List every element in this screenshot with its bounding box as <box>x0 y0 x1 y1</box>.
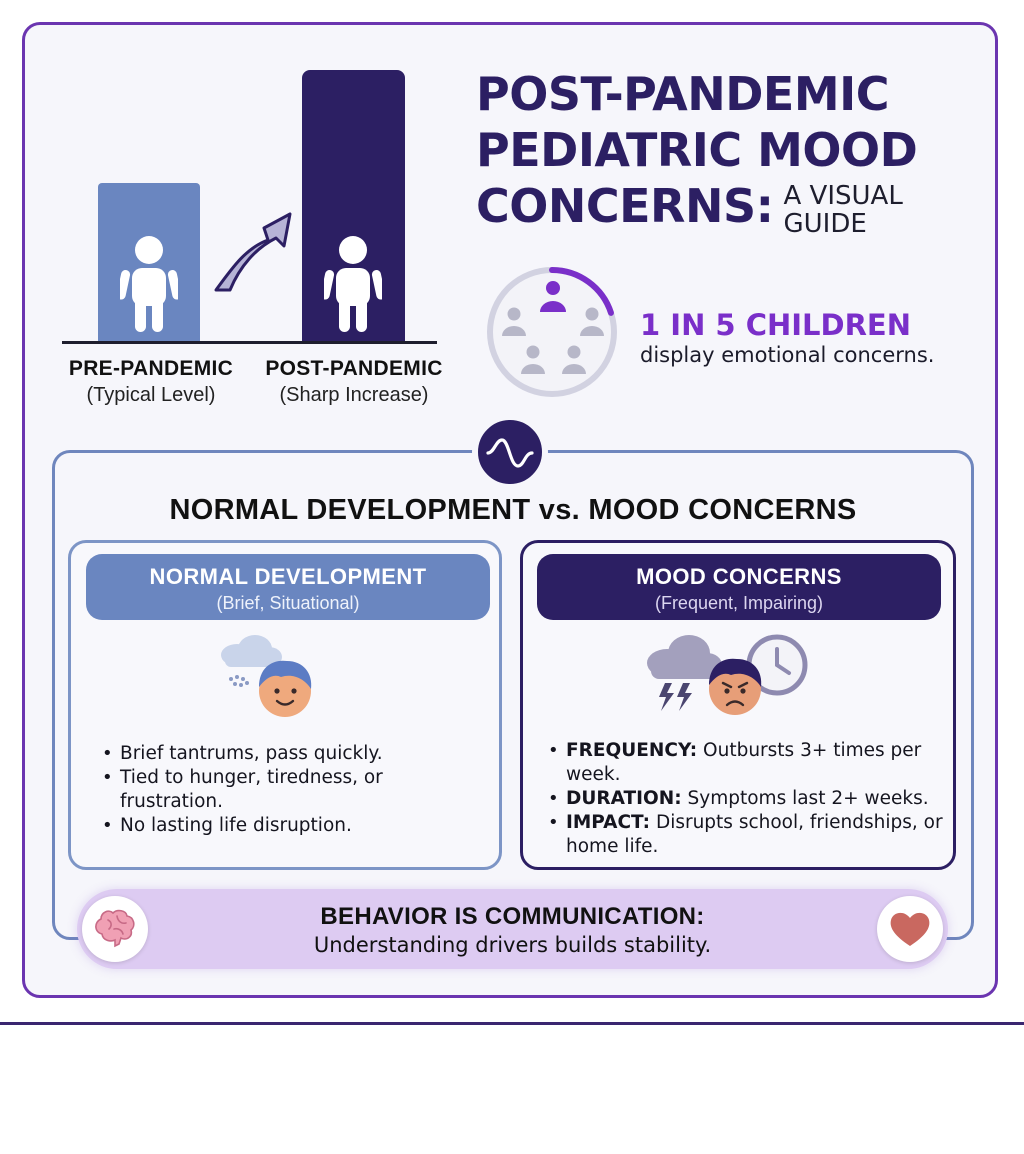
banner-headline: BEHAVIOR IS COMMUNICATION: <box>320 903 705 930</box>
bar-baseline <box>62 341 437 344</box>
pre-pandemic-label: PRE-PANDEMIC (Typical Level) <box>68 357 234 406</box>
page-title: POST-PANDEMIC PEDIATRIC MOOD CONCERNS:A … <box>476 67 918 239</box>
mood-concerns-panel: MOOD CONCERNS (Frequent, Impairing) FREQ… <box>520 540 956 870</box>
storm-cloud-icon <box>647 635 722 711</box>
child-figure-icon <box>120 236 178 332</box>
upset-child-face-icon <box>709 658 762 715</box>
list-item: No lasting life disruption. <box>100 814 490 838</box>
highlighted-child-icon <box>540 281 566 312</box>
list-item: DURATION: Symptoms last 2+ weeks. <box>546 787 946 811</box>
communication-banner: BEHAVIOR IS COMMUNICATION: Understanding… <box>77 889 948 969</box>
post-pandemic-label: POST-PANDEMIC (Sharp Increase) <box>265 357 443 406</box>
list-item: Brief tantrums, pass quickly. <box>100 742 490 766</box>
comparison-title: NORMAL DEVELOPMENT vs. MOOD CONCERNS <box>169 494 857 526</box>
list-item: Tied to hunger, tiredness, or frustratio… <box>100 766 490 814</box>
increase-arrow-icon <box>214 212 292 292</box>
stat-text: display emotional concerns. <box>640 343 935 367</box>
mood-concerns-list: FREQUENCY: Outbursts 3+ times per week. … <box>546 739 946 859</box>
calm-child-face-icon <box>259 660 312 717</box>
clock-icon <box>746 634 808 696</box>
other-children-icons <box>502 307 604 374</box>
bottom-divider <box>0 1022 1024 1025</box>
child-figure-icon <box>324 236 382 332</box>
waveform-icon <box>472 414 548 490</box>
normal-development-panel: NORMAL DEVELOPMENT (Brief, Situational) … <box>68 540 502 870</box>
normal-development-list: Brief tantrums, pass quickly. Tied to hu… <box>100 742 490 838</box>
one-in-five-ring <box>487 267 617 397</box>
list-item: FREQUENCY: Outbursts 3+ times per week. <box>546 739 946 787</box>
banner-text: Understanding drivers builds stability. <box>313 933 712 957</box>
normal-development-header: NORMAL DEVELOPMENT (Brief, Situational) <box>86 554 490 620</box>
mood-concerns-header: MOOD CONCERNS (Frequent, Impairing) <box>537 554 941 620</box>
list-item: IMPACT: Disrupts school, friendships, or… <box>546 811 946 859</box>
stat-headline: 1 IN 5 CHILDREN <box>640 308 912 342</box>
cloud-icon <box>221 635 282 687</box>
brain-icon <box>82 896 148 962</box>
ring-progress-arc <box>549 267 614 316</box>
heart-icon <box>877 896 943 962</box>
